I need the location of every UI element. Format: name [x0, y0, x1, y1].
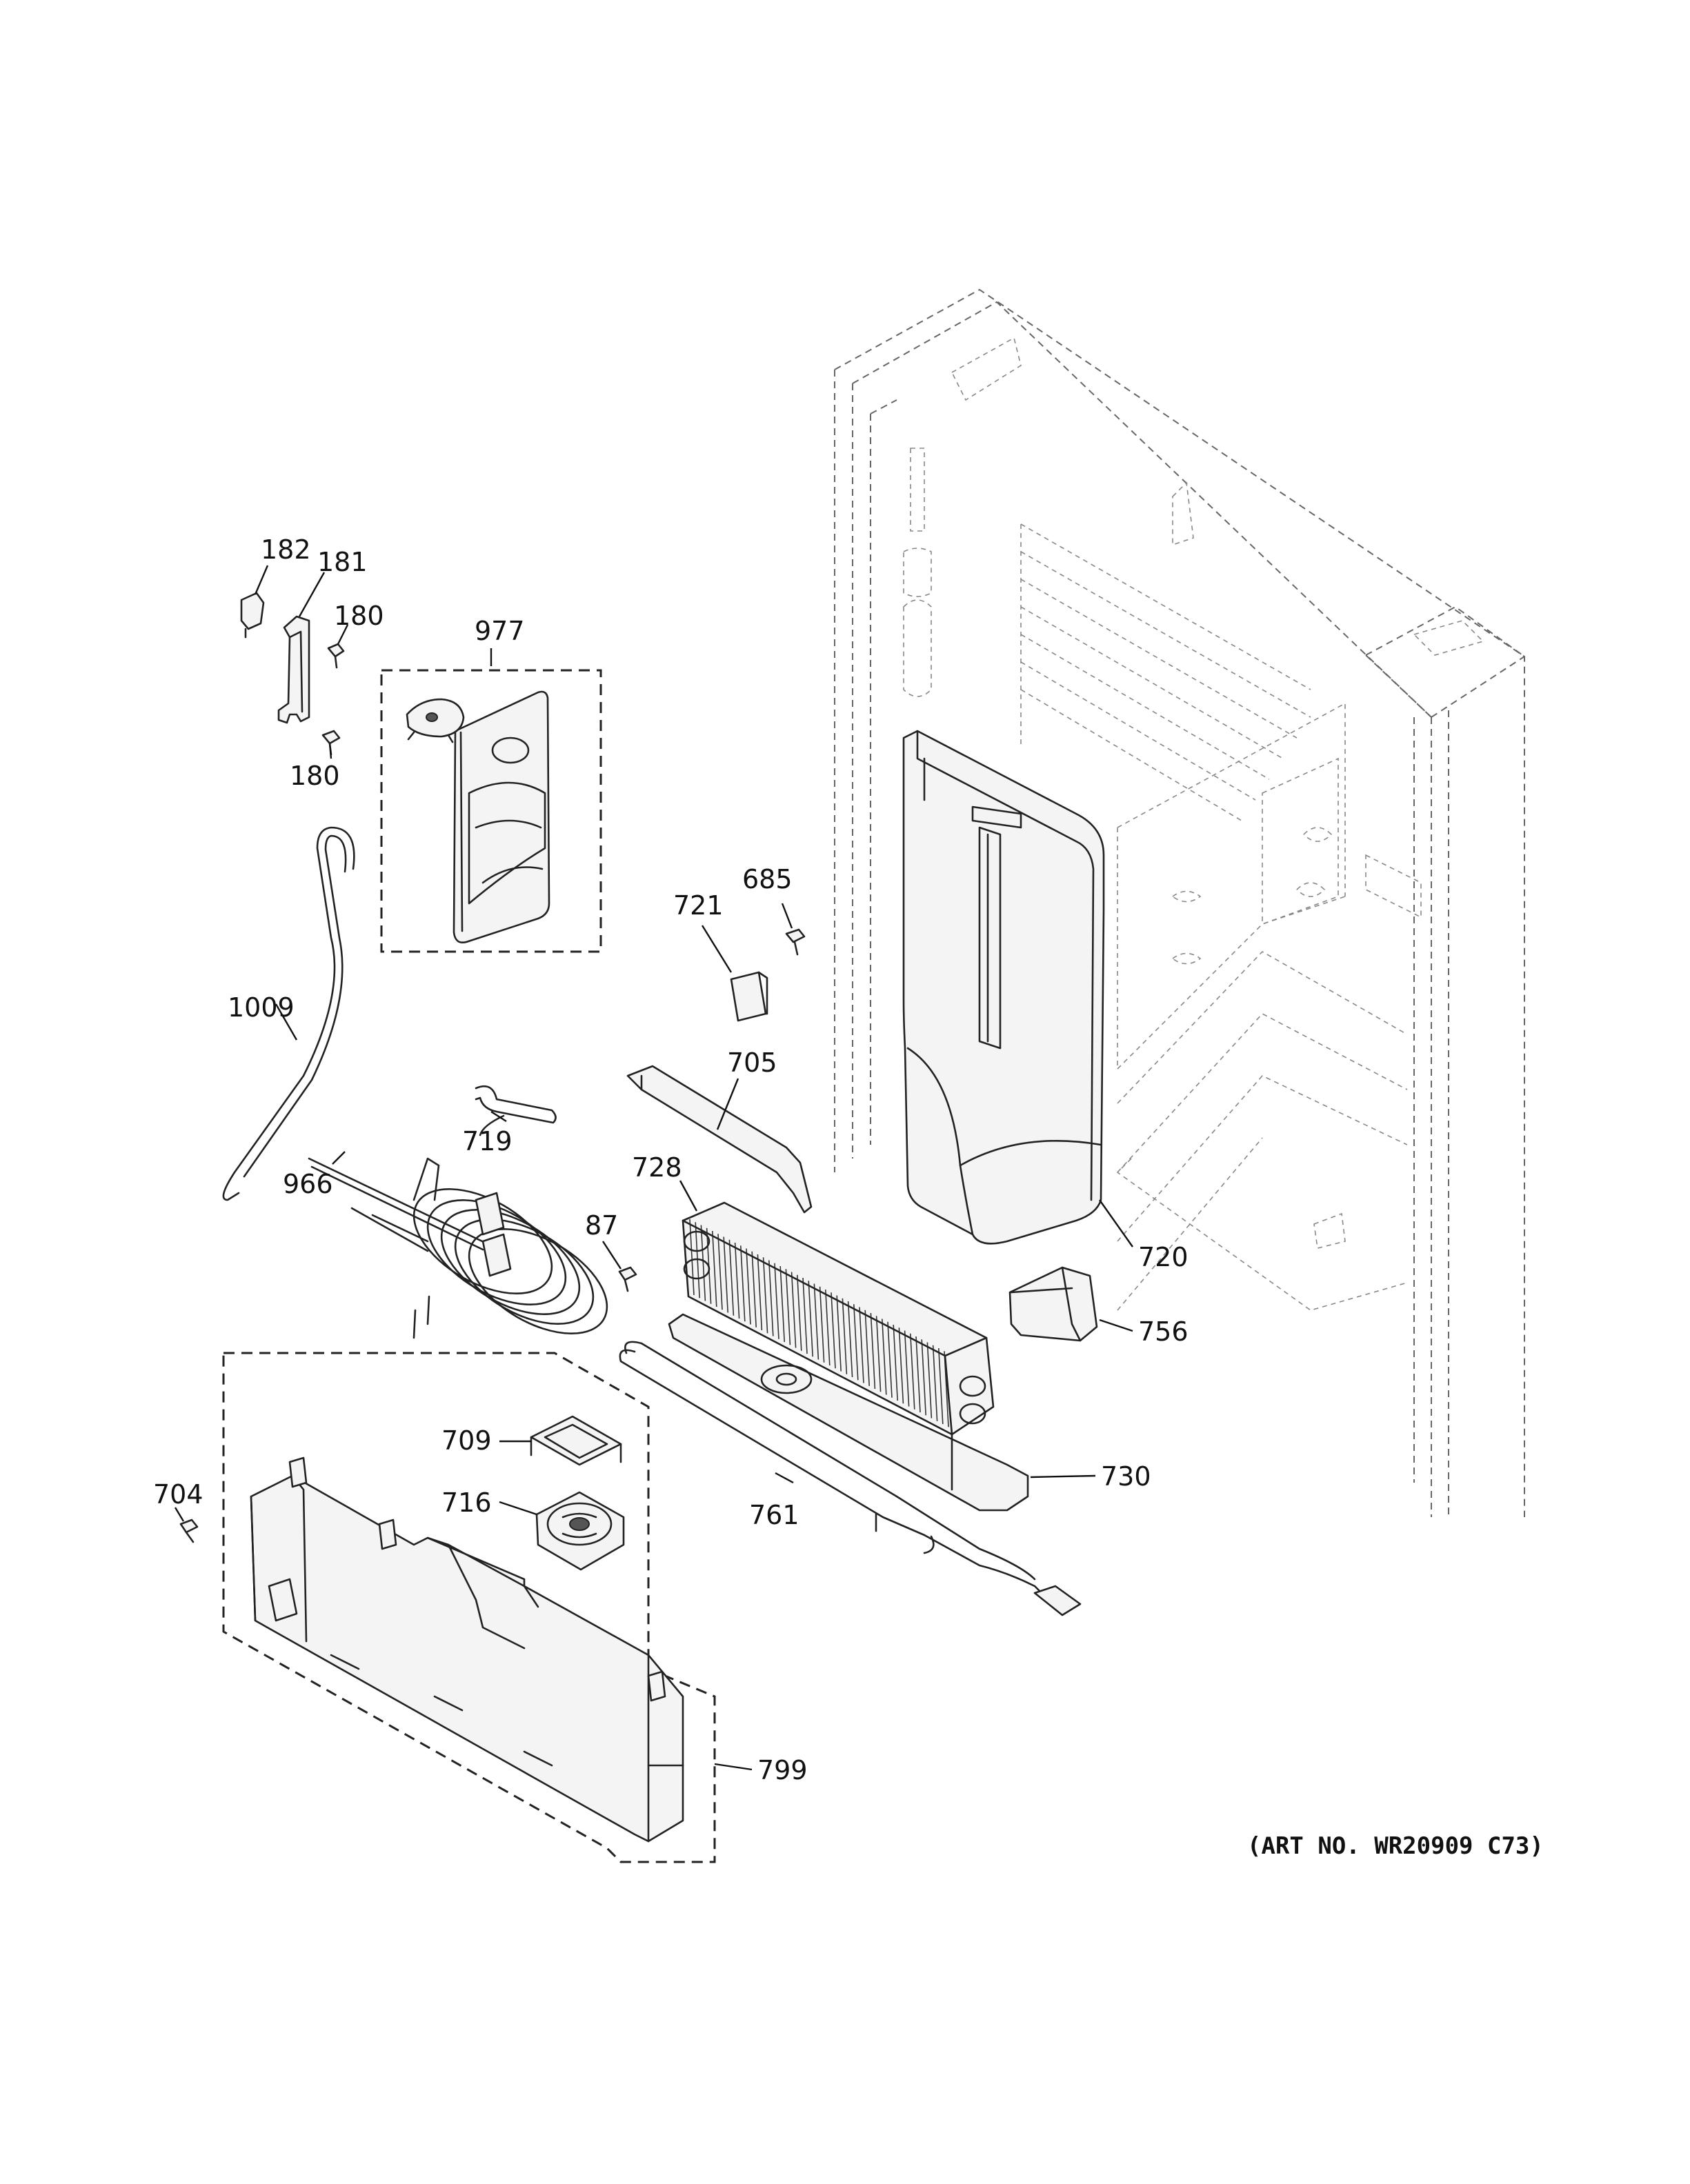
- fan-housing-799: [222, 1352, 716, 1863]
- screw-704: [179, 1519, 199, 1543]
- callout-704: 704: [153, 1479, 203, 1510]
- evaporator-fins: [689, 1219, 949, 1427]
- control-housing-977: [380, 669, 602, 953]
- art-number: (ART NO. WR20909 C73): [1247, 1832, 1544, 1860]
- part-721: [730, 971, 768, 1022]
- leader-lines: [174, 565, 1133, 1771]
- callout-87: 87: [585, 1210, 618, 1241]
- clip-182: [240, 592, 265, 639]
- screw-180-top: [327, 643, 345, 669]
- screw-87: [618, 1266, 637, 1292]
- fan-bracket-709: [530, 1415, 622, 1466]
- callout-721: 721: [673, 890, 724, 921]
- callout-1009: 1009: [228, 992, 295, 1023]
- strip-705: [626, 1065, 813, 1214]
- screw-685: [785, 928, 806, 956]
- callout-966: 966: [283, 1169, 333, 1199]
- cabinet-outline: [834, 288, 1525, 1517]
- callout-705: 705: [727, 1048, 777, 1078]
- callout-180-bottom: 180: [290, 761, 340, 791]
- evaporator-cover-720: [902, 730, 1105, 1245]
- callout-labels: 182 181 180 180 977 1009 721 685 705 719…: [153, 534, 1544, 1860]
- drain-pan-730: [668, 1313, 1029, 1512]
- thermostat-part: [406, 698, 465, 743]
- callout-685: 685: [742, 864, 793, 894]
- tube-1009: [222, 826, 355, 1201]
- callout-181: 181: [317, 547, 368, 577]
- callout-719: 719: [462, 1126, 513, 1156]
- callout-761: 761: [749, 1500, 799, 1530]
- heater-761: [619, 1341, 1082, 1616]
- callout-799: 799: [757, 1755, 808, 1785]
- callout-182: 182: [261, 534, 311, 565]
- callout-720: 720: [1138, 1242, 1189, 1272]
- callout-709: 709: [441, 1425, 492, 1456]
- callout-756: 756: [1138, 1316, 1189, 1347]
- bracket-181: [277, 615, 310, 724]
- evaporator-728: [682, 1201, 995, 1436]
- cap-756: [1008, 1266, 1098, 1342]
- fan-716: [535, 1491, 625, 1571]
- callout-180-top: 180: [334, 601, 384, 631]
- callout-730: 730: [1101, 1461, 1151, 1492]
- callout-716: 716: [441, 1487, 492, 1518]
- callout-728: 728: [632, 1152, 682, 1183]
- coil-966: [308, 1157, 608, 1339]
- callout-977: 977: [475, 616, 525, 646]
